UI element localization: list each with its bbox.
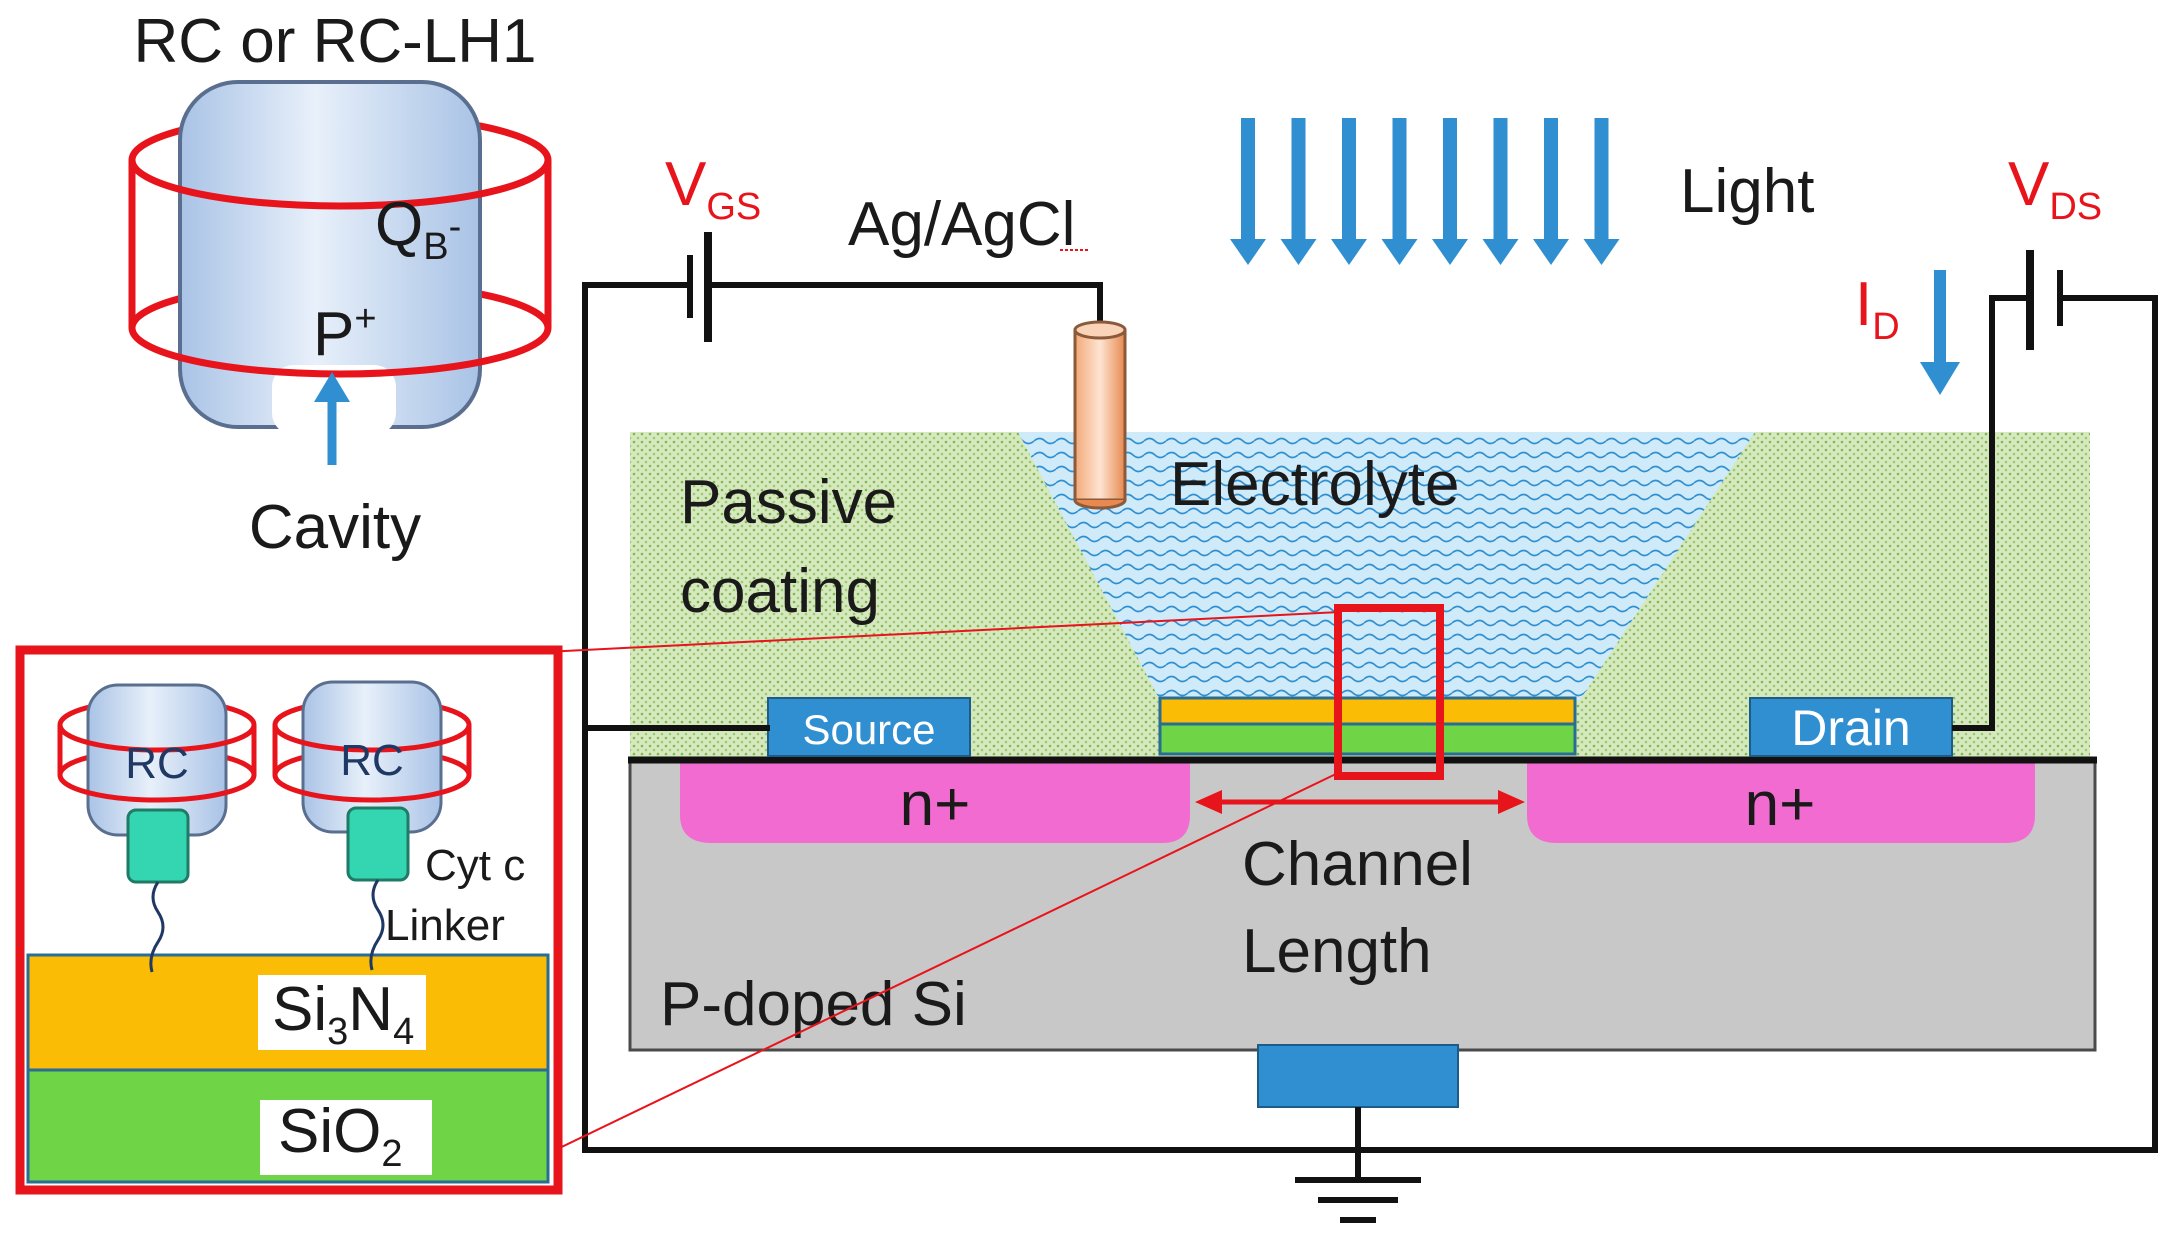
- zoom-line-bottom: [544, 771, 1341, 1156]
- circuit: [582, 232, 2158, 1223]
- light-arrow-shaft: [1443, 118, 1457, 243]
- source-contact: [767, 697, 971, 757]
- ring-front-bottom: [128, 327, 552, 378]
- light-arrow-shaft: [1392, 118, 1407, 243]
- cavity-arrow-head: [314, 372, 350, 402]
- linker-1: [149, 881, 165, 973]
- light-arrow-shaft: [1241, 118, 1255, 243]
- sio2-gate-layer: [1158, 722, 1577, 756]
- cytc-1: [126, 808, 190, 884]
- light-arrow-shaft: [1544, 118, 1558, 243]
- inset-rc-label-1: RC: [125, 739, 189, 788]
- sio2-label-box: [260, 1100, 432, 1175]
- light-arrow-shaft: [1594, 118, 1609, 243]
- light-arrow-shaft: [1291, 118, 1306, 243]
- si3n4-label-box: [258, 975, 426, 1050]
- wire-drain-to-vds: [1952, 295, 2030, 731]
- p-plus-label: P+: [313, 298, 377, 369]
- linker-label: Linker: [385, 901, 505, 950]
- body-contact: [1257, 1044, 1459, 1108]
- substrate-label: P-doped Si: [660, 970, 967, 1039]
- drain-contact: [1749, 697, 1953, 757]
- n-plus-left-well: [680, 760, 1190, 843]
- qb-label: QB-: [375, 190, 461, 268]
- inset-frame: [15, 645, 563, 1195]
- light-arrow-head: [1381, 239, 1418, 265]
- inset-rc-1: RC: [57, 683, 257, 973]
- wire-bottom: [582, 728, 1358, 1153]
- cytc-label: Cyt c: [425, 841, 525, 890]
- linker-2: [369, 879, 385, 971]
- light-arrows: [1230, 118, 1620, 265]
- vds-label: VDS: [2008, 150, 2102, 228]
- light-label: Light: [1680, 157, 1814, 226]
- rc-title: RC or RC-LH1: [133, 7, 536, 76]
- rc-icon: RC or RC-LH1 QB- P+ Cavity: [128, 7, 552, 562]
- electrolyte-label: Electrolyte: [1170, 450, 1459, 519]
- passive-label-line2: coating: [680, 557, 880, 626]
- si3n4-label: Si3N4: [272, 975, 414, 1053]
- vgs-label: VGS: [665, 150, 761, 228]
- ring-front-top: [128, 159, 552, 210]
- inset-panel: RC RC Cyt c Linker Si3N4 SiO2: [15, 645, 563, 1195]
- cavity-label: Cavity: [249, 493, 421, 562]
- source-label: Source: [802, 706, 935, 753]
- light-arrow-head: [1331, 239, 1367, 265]
- id-arrow-head: [1920, 362, 1960, 395]
- wire-vgs-to-reference: [708, 282, 1103, 325]
- light-arrow-head: [1533, 239, 1569, 265]
- electrode-body: [1073, 328, 1127, 502]
- light-arrow-head: [1230, 239, 1266, 265]
- light-arrow-head: [1583, 239, 1620, 265]
- electrode-top: [1073, 320, 1127, 340]
- passive-label-line1: Passive: [680, 468, 897, 537]
- electrolyte-region: [1018, 432, 1755, 700]
- channel-label-line2: Length: [1242, 917, 1432, 986]
- wire-source-to-vgs: [582, 282, 770, 731]
- inset-rc-label-2: RC: [340, 736, 404, 785]
- n-plus-left-label: n+: [900, 770, 971, 839]
- si3n4-gate-layer: [1158, 696, 1577, 726]
- zoom-marker-box: [1334, 604, 1444, 780]
- device: Source Drain Passive coating Electrolyte…: [628, 432, 2097, 1108]
- wire-vds-return: [1358, 295, 2158, 1153]
- light-arrow-head: [1482, 239, 1519, 265]
- cytc-2: [346, 806, 410, 882]
- light-arrow-head: [1432, 239, 1468, 265]
- zoom-line-top: [544, 611, 1341, 653]
- id-label: ID: [1855, 270, 1900, 348]
- channel-label-line1: Channel: [1242, 830, 1473, 899]
- sio2-label: SiO2: [278, 1097, 403, 1175]
- light-arrow-head: [1280, 239, 1317, 265]
- n-plus-right-well: [1527, 760, 2035, 843]
- ag-agcl-label: Ag/AgCl: [848, 190, 1075, 259]
- light-arrow-shaft: [1342, 118, 1356, 243]
- light-arrow-shaft: [1493, 118, 1508, 243]
- n-plus-right-label: n+: [1745, 770, 1816, 839]
- inset-rc-2: RC: [272, 680, 472, 971]
- drain-label: Drain: [1791, 700, 1910, 756]
- ag-agcl-electrode: [1073, 320, 1127, 510]
